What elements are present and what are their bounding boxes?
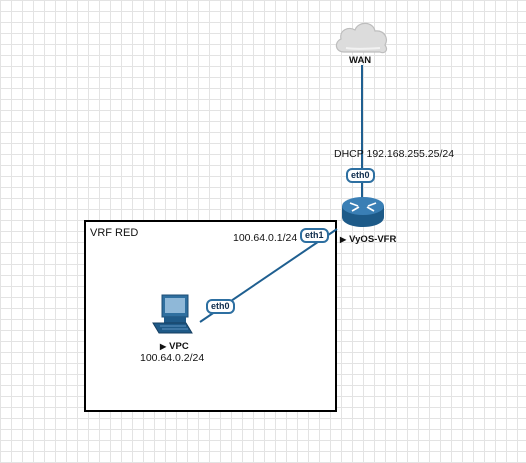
desktop-pc-icon[interactable] <box>150 293 196 339</box>
router-eth1-port[interactable]: eth1 <box>300 228 329 243</box>
router-eth0-address: DHCP 192.168.255.25/24 <box>334 148 455 160</box>
router-name: VyOS-VFR <box>349 234 397 245</box>
caret-icon: ▶ <box>340 235 347 244</box>
vpc-address: 100.64.0.2/24 <box>140 352 205 364</box>
router-eth0-port[interactable]: eth0 <box>346 168 375 183</box>
router-label: ▶VyOS-VFR <box>340 234 396 245</box>
router-eth1-address: 100.64.0.1/24 <box>233 232 298 244</box>
vpc-label: ▶VPC <box>160 341 189 352</box>
caret-icon: ▶ <box>160 342 167 351</box>
wan-label: WAN <box>349 55 372 66</box>
router-icon[interactable] <box>340 192 386 230</box>
vpc-name: VPC <box>169 341 189 352</box>
cloud-icon[interactable] <box>332 18 392 56</box>
vrf-label: VRF RED <box>90 227 139 239</box>
vpc-eth0-port[interactable]: eth0 <box>206 299 235 314</box>
